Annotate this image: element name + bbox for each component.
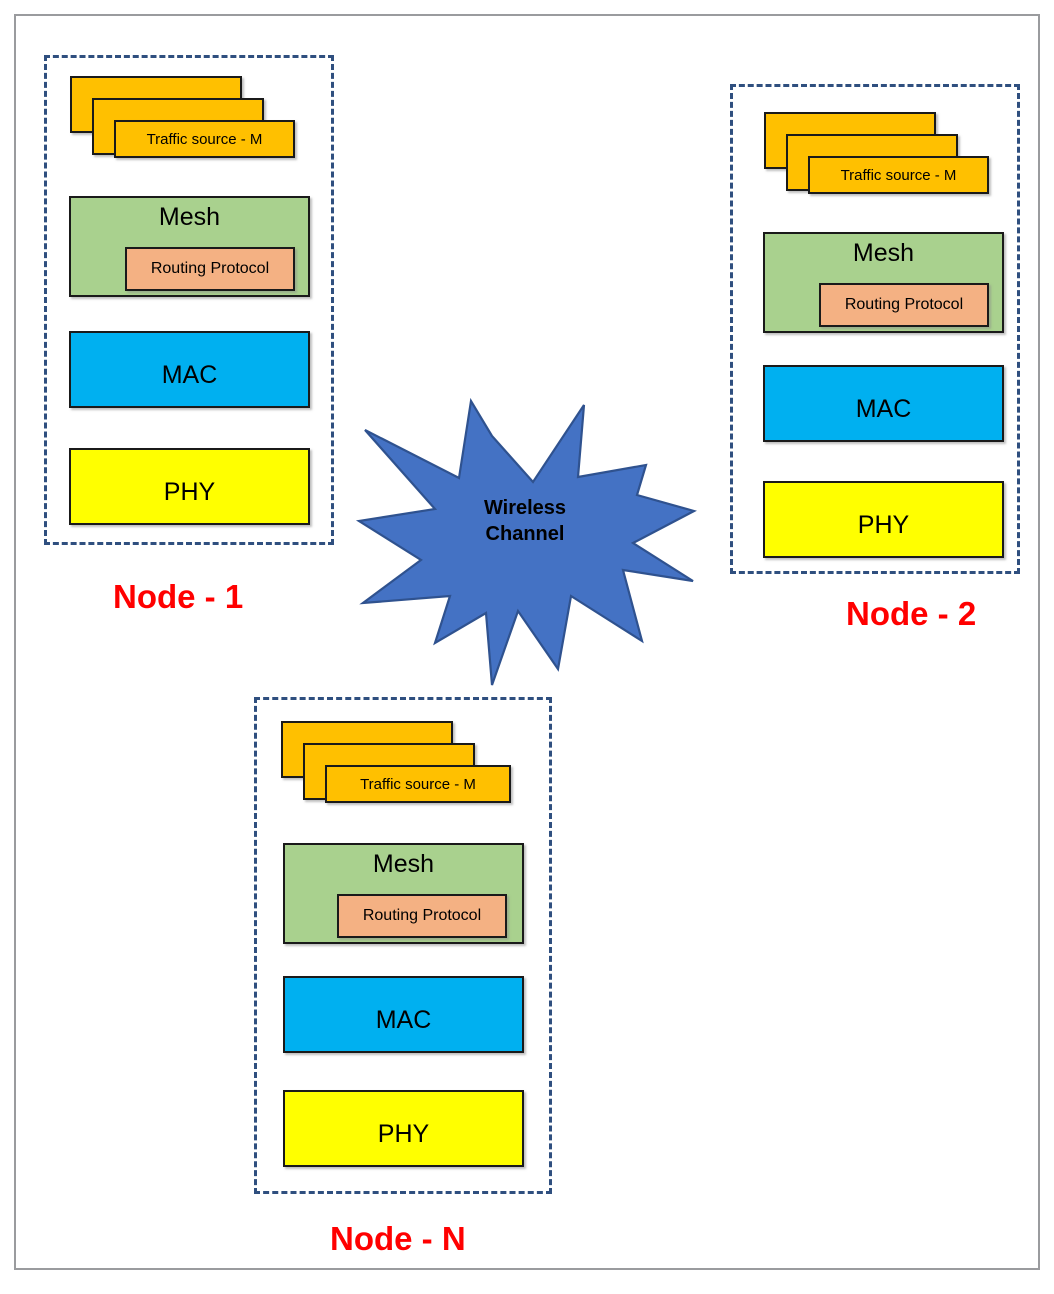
node-label-1: Node - 1	[113, 578, 244, 615]
mac-layer-1: MAC	[69, 331, 310, 408]
traffic-source-label-2: Traffic source - M	[840, 166, 957, 184]
routing-protocol-label-1: Routing Protocol	[150, 260, 270, 277]
phy-label-n: PHY	[377, 1119, 430, 1148]
phy-layer-2: PHY	[763, 481, 1004, 558]
wireless-channel-shape	[355, 397, 697, 688]
traffic-source-label-n: Traffic source - M	[360, 775, 476, 793]
mac-layer-n: MAC	[283, 976, 524, 1053]
routing-protocol-box-2: Routing Protocol	[819, 283, 989, 327]
mac-label-1: MAC	[161, 360, 218, 389]
mac-label-2: MAC	[855, 394, 912, 423]
routing-protocol-box-n: Routing Protocol	[337, 894, 507, 938]
traffic-source-card-front-1: Traffic source - M	[114, 120, 295, 158]
phy-label-1: PHY	[163, 477, 216, 506]
traffic-source-card-front-2: Traffic source - M	[808, 156, 989, 194]
node-container-1	[44, 55, 334, 545]
node-label-2: Node - 2	[846, 595, 977, 632]
traffic-source-label-1: Traffic source - M	[146, 130, 263, 148]
phy-layer-1: PHY	[69, 448, 310, 525]
node-container-2	[730, 84, 1020, 574]
mesh-label-1: Mesh	[158, 203, 221, 231]
traffic-source-card-front-n: Traffic source - M	[325, 765, 511, 803]
phy-layer-n: PHY	[283, 1090, 524, 1167]
routing-protocol-label-2: Routing Protocol	[844, 296, 964, 313]
mac-layer-2: MAC	[763, 365, 1004, 442]
mesh-label-n: Mesh	[372, 850, 435, 878]
phy-label-2: PHY	[857, 510, 910, 539]
node-label-n: Node - N	[330, 1220, 466, 1257]
node-container-n	[254, 697, 552, 1194]
mac-label-n: MAC	[375, 1005, 432, 1034]
routing-protocol-box-1: Routing Protocol	[125, 247, 295, 291]
routing-protocol-label-n: Routing Protocol	[362, 907, 482, 924]
mesh-label-2: Mesh	[852, 239, 915, 267]
